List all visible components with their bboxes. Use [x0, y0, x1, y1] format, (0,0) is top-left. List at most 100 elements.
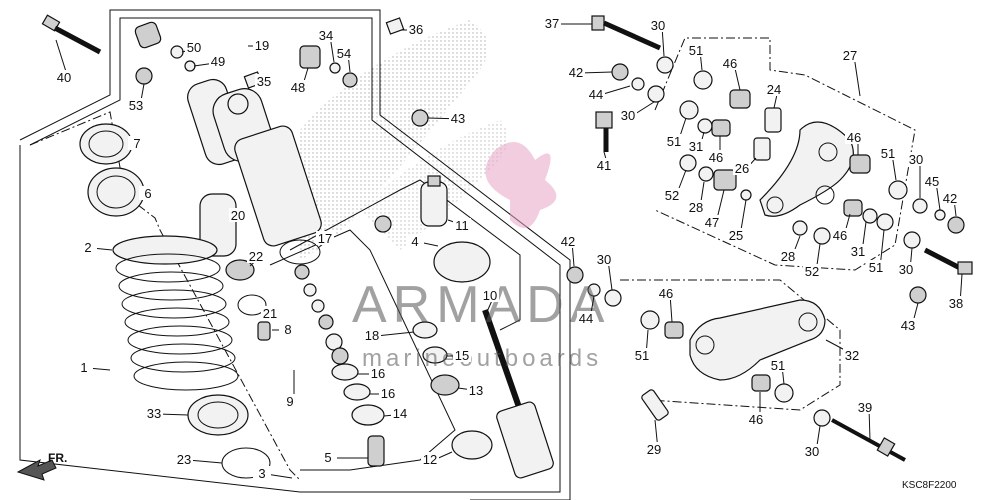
- washer-25[interactable]: [740, 189, 752, 201]
- nut-42-top[interactable]: [611, 63, 629, 81]
- callout-label-44a: 44: [589, 87, 603, 102]
- washer-30-e[interactable]: [604, 289, 622, 307]
- bearing-51-f[interactable]: [774, 383, 794, 403]
- callout-label-22: 22: [249, 249, 263, 264]
- callout-bg-51a: [687, 43, 705, 57]
- callout-label-12: 12: [423, 452, 437, 467]
- damper-rod-10[interactable]: [482, 309, 555, 479]
- collar-46-e[interactable]: [664, 321, 684, 339]
- callout-label-42b: 42: [943, 191, 957, 206]
- collar-46-d[interactable]: [843, 199, 863, 217]
- collar-46-b[interactable]: [711, 119, 731, 137]
- bearing-52-b[interactable]: [813, 227, 831, 245]
- bearing-31-b[interactable]: [862, 208, 878, 224]
- collar-46-c[interactable]: [849, 154, 871, 174]
- connecting-rod-32[interactable]: [689, 299, 826, 381]
- bolt-38[interactable]: [923, 247, 973, 275]
- nut-43-lower[interactable]: [909, 286, 927, 304]
- collar-46-a[interactable]: [729, 89, 751, 109]
- bushing-48[interactable]: [299, 45, 321, 69]
- nut-42-c[interactable]: [947, 216, 965, 234]
- valve-12[interactable]: [451, 430, 493, 460]
- washer-28-a[interactable]: [698, 166, 714, 182]
- callout-label-46e: 46: [659, 286, 673, 301]
- adjuster-nut-6[interactable]: [87, 167, 145, 217]
- callout-bg-3: [253, 466, 271, 480]
- bolt-40[interactable]: [41, 14, 102, 55]
- nut-43-upper[interactable]: [411, 109, 429, 127]
- washer-top[interactable]: [374, 215, 392, 233]
- washer-30-c[interactable]: [912, 198, 928, 214]
- cushion-arm-27[interactable]: [759, 121, 854, 217]
- damper-shim-stack[interactable]: [294, 264, 349, 365]
- damper-panel-outline: [269, 229, 456, 471]
- callout-bg-46d: [831, 228, 849, 242]
- nut-42-b[interactable]: [566, 266, 584, 284]
- washer-30-d[interactable]: [903, 231, 921, 249]
- callout-bg-52a: [663, 188, 681, 202]
- ring-21[interactable]: [237, 294, 267, 316]
- pin-26[interactable]: [753, 137, 771, 161]
- callout-bg-1: [75, 360, 93, 374]
- bearing-22[interactable]: [225, 259, 255, 281]
- washer-45[interactable]: [934, 209, 946, 221]
- callout-label-40: 40: [57, 70, 71, 85]
- bearing-51-a[interactable]: [693, 70, 713, 90]
- callout-bg-46b: [707, 150, 725, 164]
- washer-44-top[interactable]: [631, 77, 645, 91]
- bolt-37[interactable]: [591, 15, 662, 51]
- nut-53[interactable]: [135, 67, 153, 85]
- washer-30-f[interactable]: [813, 409, 831, 427]
- bearing-51-e[interactable]: [640, 310, 660, 330]
- upper-bushing-set[interactable]: [134, 21, 196, 72]
- bolt-41[interactable]: [595, 111, 613, 152]
- callout-bg-24: [765, 82, 783, 96]
- collar-47[interactable]: [713, 169, 737, 191]
- lock-nut-7[interactable]: [79, 123, 133, 165]
- oring-34[interactable]: [329, 62, 341, 74]
- bolt-39[interactable]: [831, 418, 906, 462]
- needle-5[interactable]: [367, 435, 385, 467]
- pin-24[interactable]: [764, 107, 782, 133]
- callout-bg-31a: [687, 139, 705, 153]
- callout-label-35: 35: [257, 74, 271, 89]
- washer-54[interactable]: [342, 72, 358, 88]
- callout-bg-21: [261, 306, 279, 320]
- washer-30-mid[interactable]: [647, 85, 665, 103]
- bolt-8[interactable]: [257, 321, 271, 341]
- callout-label-20: 20: [231, 208, 245, 223]
- callout-label-51d: 51: [869, 260, 883, 275]
- callout-bg-31b: [849, 244, 867, 258]
- callout-label-54: 54: [337, 46, 351, 61]
- circlip-17[interactable]: [279, 239, 321, 265]
- bearing-51-d[interactable]: [876, 213, 894, 231]
- shock-spring-2[interactable]: [112, 235, 239, 391]
- shim-15[interactable]: [422, 346, 448, 364]
- bearing-51-c[interactable]: [888, 180, 908, 200]
- callout-label-11: 11: [455, 218, 469, 233]
- pin-29[interactable]: [641, 389, 670, 422]
- washer-16-upper[interactable]: [331, 363, 359, 381]
- collar-46-f[interactable]: [751, 374, 771, 392]
- shock-absorber-body[interactable]: [184, 76, 324, 249]
- leader-line-23: [187, 459, 223, 464]
- washer-30-top[interactable]: [656, 56, 674, 74]
- front-direction-indicator: FR.: [16, 451, 67, 481]
- callout-label-6: 6: [144, 186, 151, 201]
- callout-label-33: 33: [147, 406, 161, 421]
- cap-11[interactable]: [420, 175, 448, 227]
- callout-bg-5: [319, 450, 337, 464]
- bladder-4[interactable]: [433, 241, 491, 283]
- bearing-52-a[interactable]: [679, 154, 697, 172]
- washer-28-b[interactable]: [792, 220, 808, 236]
- seal-18[interactable]: [412, 321, 438, 339]
- callout-label-42a: 42: [569, 65, 583, 80]
- spring-seat-33[interactable]: [187, 394, 249, 436]
- callout-label-25: 25: [729, 228, 743, 243]
- piston-13[interactable]: [430, 374, 460, 396]
- collar-14[interactable]: [351, 404, 385, 426]
- washer-16-lower[interactable]: [343, 383, 371, 401]
- bearing-31-a[interactable]: [697, 118, 713, 134]
- bump-rubber-20[interactable]: [199, 193, 237, 257]
- bearing-51-b[interactable]: [679, 100, 699, 120]
